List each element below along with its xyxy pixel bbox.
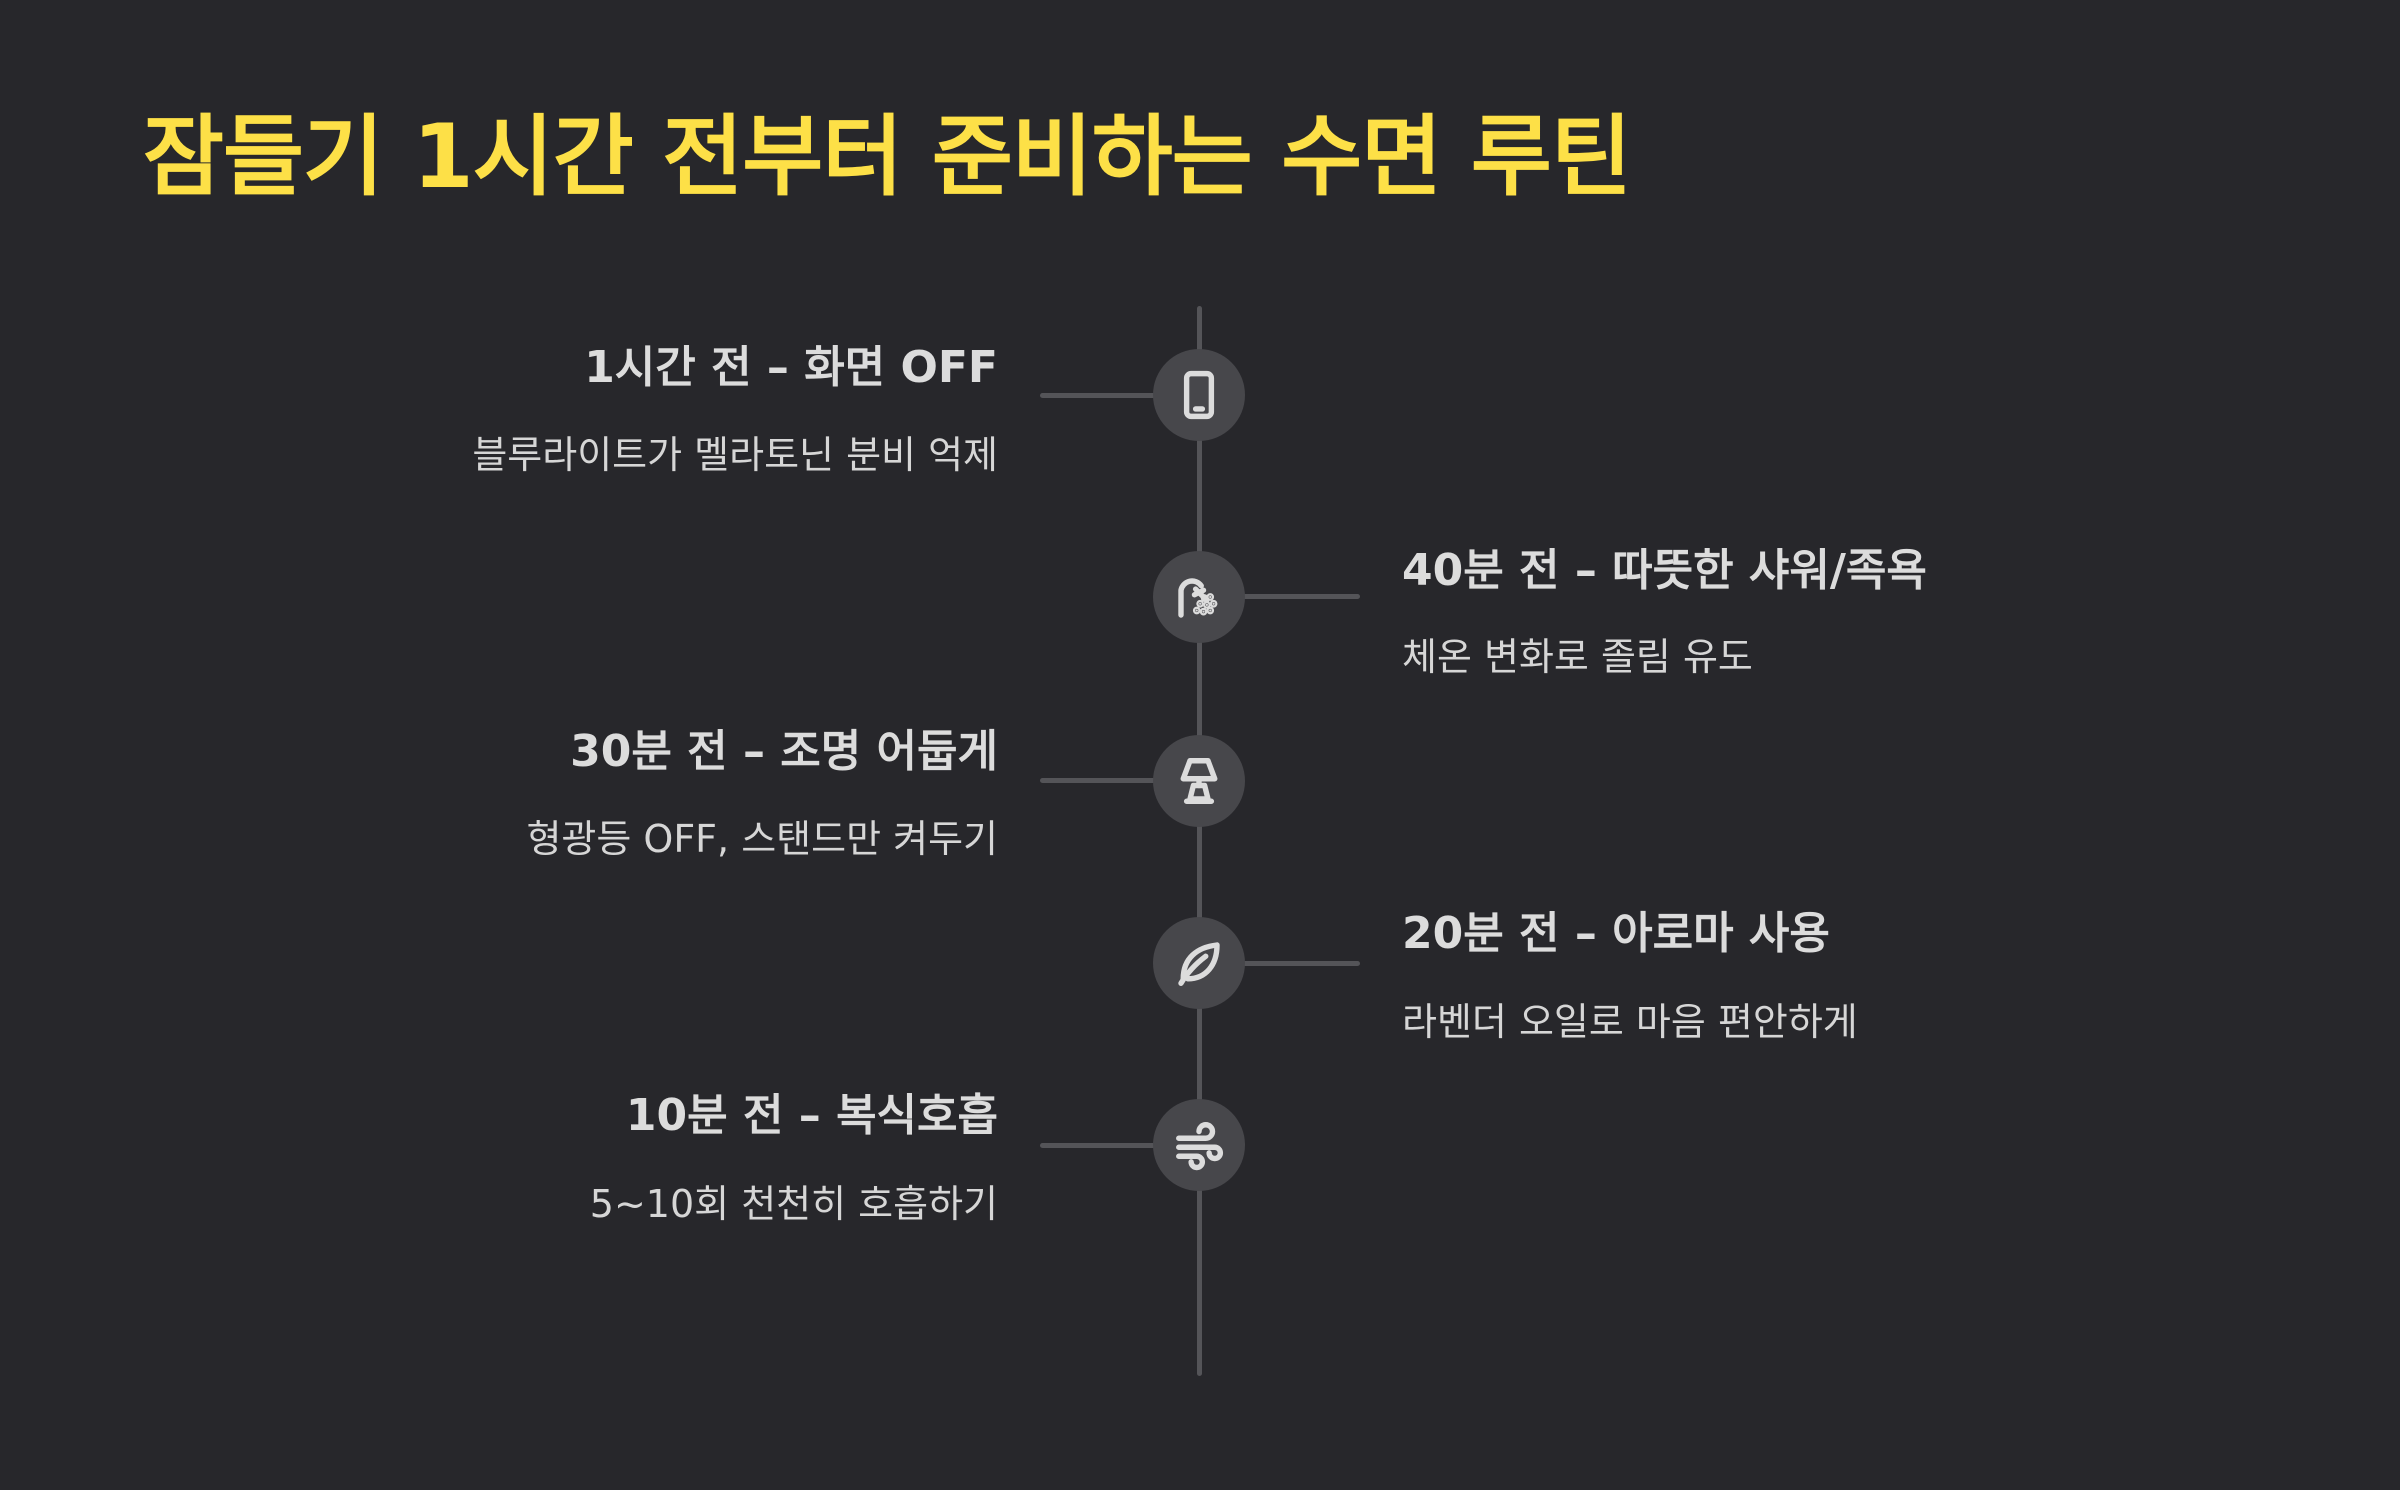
timeline-node xyxy=(1153,1099,1245,1191)
timeline-connector xyxy=(1240,961,1360,966)
step-description: 체온 변화로 졸림 유도 xyxy=(1402,635,1753,679)
timeline-node xyxy=(1153,917,1245,1009)
shower-icon xyxy=(1178,578,1218,618)
lamp-icon xyxy=(1180,758,1218,804)
step-title: 30분 전 – 조명 어둡게 xyxy=(570,726,998,777)
page-title: 잠들기 1시간 전부터 준비하는 수면 루틴 xyxy=(143,105,1632,208)
timeline-connector xyxy=(1040,393,1160,398)
step-description: 형광등 OFF, 스탠드만 켜두기 xyxy=(526,817,998,861)
timeline-line xyxy=(1197,306,1202,1376)
timeline-connector xyxy=(1240,594,1360,599)
timeline-node xyxy=(1153,735,1245,827)
timeline-connector xyxy=(1040,1143,1160,1148)
timeline-node xyxy=(1153,551,1245,643)
step-title: 10분 전 – 복식호흡 xyxy=(625,1090,998,1141)
step-description: 블루라이트가 멜라토닌 분비 억제 xyxy=(472,433,998,477)
step-description: 5~10회 천천히 호흡하기 xyxy=(589,1182,998,1226)
wind-icon xyxy=(1176,1122,1224,1171)
step-description: 라벤더 오일로 마음 편안하게 xyxy=(1402,1000,1858,1044)
step-title: 1시간 전 – 화면 OFF xyxy=(584,342,998,393)
step-title: 20분 전 – 아로마 사용 xyxy=(1402,908,1830,959)
timeline-node xyxy=(1153,349,1245,441)
smartphone-icon xyxy=(1183,370,1215,420)
step-title: 40분 전 – 따뜻한 샤워/족욕 xyxy=(1402,545,1927,596)
leaf-icon xyxy=(1178,942,1220,986)
timeline-connector xyxy=(1040,778,1160,783)
